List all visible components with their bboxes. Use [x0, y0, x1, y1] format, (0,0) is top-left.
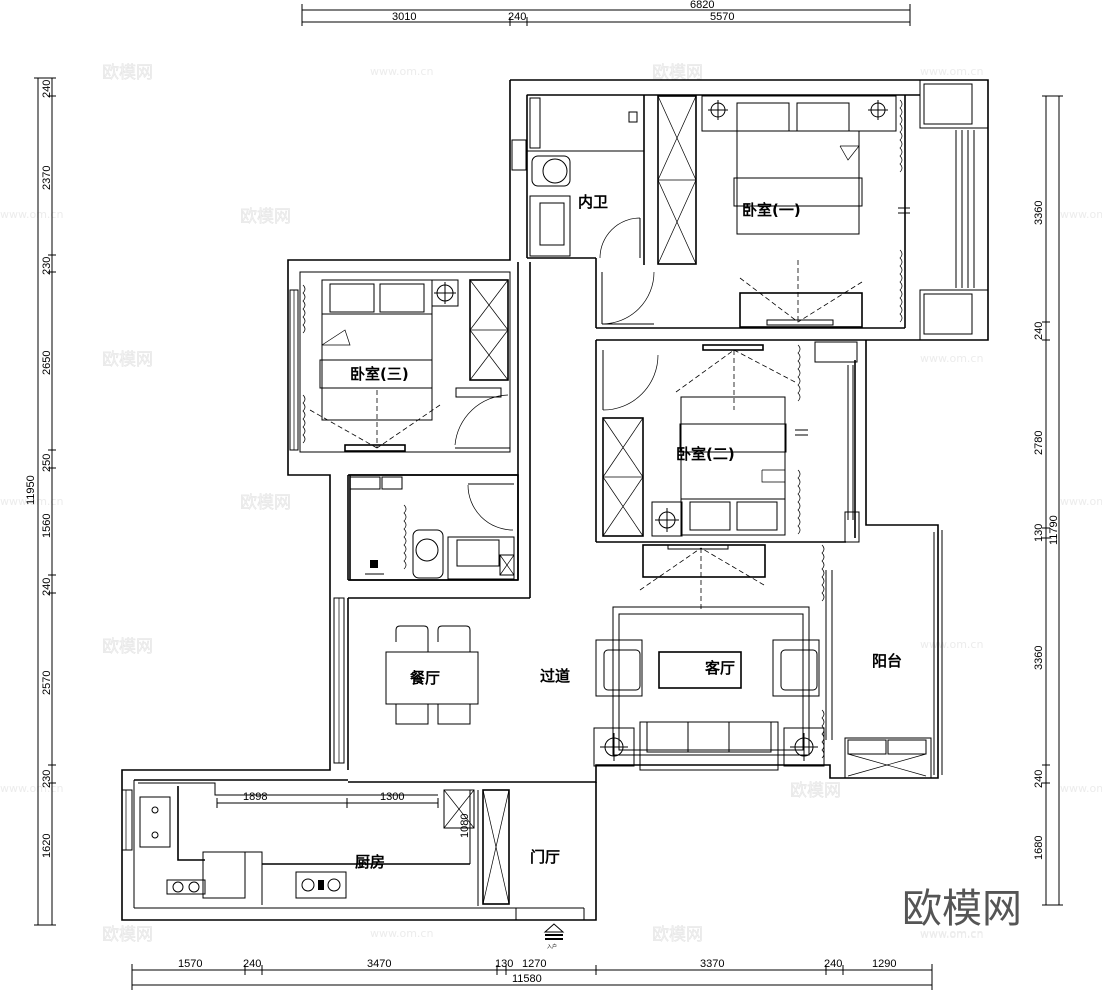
svg-text:1300: 1300 — [380, 791, 404, 803]
svg-text:欧模网: 欧模网 — [102, 63, 153, 83]
top-dimension-chain: 6820 3010 240 5570 — [301, 0, 911, 26]
bottom-dimension-chain: 1570 240 3470 130 1270 3370 240 1290 115… — [131, 958, 933, 990]
svg-text:欧模网: 欧模网 — [102, 350, 153, 370]
room-label-corridor: 过道 — [540, 667, 570, 685]
svg-text:www.om.cn: www.om.cn — [1060, 208, 1102, 221]
svg-text:www.om.cn: www.om.cn — [920, 928, 983, 941]
svg-text:1620: 1620 — [41, 834, 53, 858]
svg-text:www.om.cn: www.om.cn — [370, 65, 433, 78]
svg-text:欧模网: 欧模网 — [102, 637, 153, 657]
svg-text:2570: 2570 — [41, 671, 53, 695]
svg-text:1898: 1898 — [243, 791, 267, 803]
svg-text:欧模网: 欧模网 — [240, 207, 291, 227]
svg-text:欧模网: 欧模网 — [652, 925, 703, 945]
curtain-bedroom-1 — [899, 99, 903, 323]
windows — [121, 79, 989, 851]
svg-text:240: 240 — [243, 958, 261, 970]
brand-logo: 欧模网 — [902, 886, 1022, 932]
living-room: 客厅 — [593, 544, 825, 771]
svg-text:130: 130 — [495, 958, 513, 970]
svg-text:欧模网: 欧模网 — [240, 493, 291, 513]
svg-text:11580: 11580 — [512, 973, 542, 985]
svg-text:2370: 2370 — [41, 166, 53, 190]
left-dimension-chain: 11950 240 2370 230 2650 250 1560 240 257… — [25, 77, 56, 926]
dim-top-total: 6820 — [690, 0, 714, 11]
svg-text:240: 240 — [824, 958, 842, 970]
svg-text:1560: 1560 — [41, 514, 53, 538]
kitchen: 厨房 1898 1300 1080 — [138, 782, 510, 906]
svg-text:www.om.cn: www.om.cn — [920, 65, 983, 78]
svg-text:3360: 3360 — [1033, 201, 1045, 225]
bedroom-2: 卧室(二) — [602, 344, 808, 537]
svg-text:2780: 2780 — [1033, 431, 1045, 455]
svg-text:240: 240 — [41, 578, 53, 596]
master-bath: 内卫 — [526, 94, 645, 259]
room-label-balcony: 阳台 — [872, 652, 902, 670]
room-label-bedroom-2: 卧室(二) — [676, 445, 735, 463]
svg-text:5570: 5570 — [710, 11, 734, 23]
svg-text:www.om.cn: www.om.cn — [370, 927, 433, 940]
dining-room: 餐厅 过道 — [385, 625, 570, 725]
svg-text:11790: 11790 — [1048, 515, 1060, 545]
bedroom-1: 卧室(一) — [601, 95, 910, 328]
svg-text:240: 240 — [508, 11, 526, 23]
svg-text:11950: 11950 — [25, 475, 37, 505]
room-label-foyer: 门厅 — [530, 848, 560, 866]
right-dimension-chain: 3360 240 2780 130 3360 240 1680 11790 — [1033, 95, 1063, 906]
svg-text:240: 240 — [1033, 322, 1045, 340]
room-label-bedroom-1: 卧室(一) — [742, 201, 801, 219]
svg-text:www.om.cn: www.om.cn — [920, 352, 983, 365]
svg-text:3370: 3370 — [700, 958, 724, 970]
svg-text:欧模网: 欧模网 — [102, 925, 153, 945]
room-label-dining: 餐厅 — [410, 669, 440, 687]
svg-text:2650: 2650 — [41, 351, 53, 375]
svg-text:1080: 1080 — [459, 814, 471, 838]
svg-text:www.om.cn: www.om.cn — [0, 782, 63, 795]
svg-text:www.om.cn: www.om.cn — [920, 638, 983, 651]
entrance-label: 入户 — [547, 943, 557, 950]
svg-text:1270: 1270 — [522, 958, 546, 970]
svg-text:240: 240 — [1033, 770, 1045, 788]
foyer: 门厅 入户 — [530, 848, 565, 950]
svg-text:1680: 1680 — [1033, 836, 1045, 860]
svg-text:230: 230 — [41, 257, 53, 275]
svg-text:130: 130 — [1033, 524, 1045, 542]
bedroom-3: 卧室(三) — [302, 279, 510, 452]
svg-text:欧模网: 欧模网 — [652, 63, 703, 83]
entrance-arrow-icon — [543, 923, 565, 940]
svg-text:www.om.cn: www.om.cn — [920, 927, 983, 940]
common-bath — [349, 474, 519, 581]
balcony: 阳台 — [844, 652, 932, 779]
svg-text:230: 230 — [41, 770, 53, 788]
watermarks: 欧模网 www.om.cn 欧模网 www.om.cn 欧模网 www.om.c… — [0, 63, 1102, 946]
svg-text:250: 250 — [41, 454, 53, 472]
svg-text:3010: 3010 — [392, 11, 416, 23]
svg-text:www.om.cn: www.om.cn — [1060, 782, 1102, 795]
svg-text:1290: 1290 — [872, 958, 896, 970]
svg-text:3470: 3470 — [367, 958, 391, 970]
svg-text:3360: 3360 — [1033, 646, 1045, 670]
room-label-kitchen: 厨房 — [355, 853, 385, 871]
svg-text:欧模网: 欧模网 — [790, 781, 841, 801]
room-label-bedroom-3: 卧室(三) — [350, 365, 409, 383]
svg-text:www.om.cn: www.om.cn — [0, 495, 63, 508]
svg-text:240: 240 — [41, 80, 53, 98]
room-label-living: 客厅 — [704, 659, 735, 677]
svg-text:www.om.cn: www.om.cn — [0, 208, 63, 221]
room-label-master-bath: 内卫 — [578, 193, 608, 211]
svg-text:www.om.cn: www.om.cn — [1060, 495, 1102, 508]
svg-text:1570: 1570 — [178, 958, 202, 970]
